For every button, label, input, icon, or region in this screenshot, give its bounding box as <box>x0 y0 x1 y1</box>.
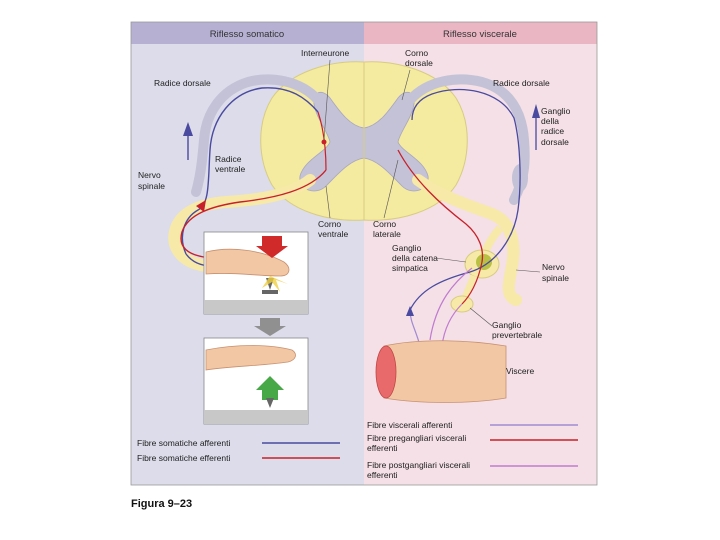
interneurone-cell <box>321 139 327 145</box>
label-interneurone: Interneurone <box>301 48 349 58</box>
legend-preganglionic-label-1: Fibre pregangliari viscerali <box>367 433 466 443</box>
label-nervo-spinale-left-2: spinale <box>138 181 165 191</box>
viscera <box>383 340 507 403</box>
leader-corno-laterale <box>383 159 399 219</box>
label-ganglio-radice-1: Ganglio <box>541 106 571 116</box>
label-radice-dorsale-right: Radice dorsale <box>493 78 550 88</box>
visceral-header-bar <box>364 22 597 44</box>
label-ganglio-prevert-1: Ganglio <box>492 320 522 330</box>
leader-ganglio-prevert <box>469 307 493 327</box>
left-dorsal-root <box>191 74 323 197</box>
pin-idle <box>266 398 274 408</box>
leader-corno-dorsale <box>401 69 411 101</box>
leader-ganglio-catena <box>435 257 467 263</box>
finger-withdrawn <box>205 345 296 371</box>
postganglionic-fiber-2 <box>429 267 473 341</box>
preganglionic-efferent-fiber <box>397 149 484 263</box>
afferent-arrow <box>183 122 193 136</box>
label-radice-dorsale-left: Radice dorsale <box>154 78 211 88</box>
label-ganglio-radice-4: dorsale <box>541 137 569 147</box>
figure-border <box>130 21 598 486</box>
leader-interneurone <box>323 59 331 141</box>
right-spinal-nerve <box>412 174 522 306</box>
left-spinal-nerve <box>168 174 316 272</box>
label-radice-ventrale-2: ventrale <box>215 164 246 174</box>
stimulus-burst <box>262 276 288 292</box>
label-ganglio-radice-3: radice <box>541 126 564 136</box>
visceral-reflex-title: Riflesso viscerale <box>443 29 517 40</box>
leader-nervo-spinale-right <box>515 269 541 273</box>
somatic-afferent-fiber <box>181 87 319 255</box>
label-ganglio-radice-2: della <box>541 116 559 126</box>
legend-postganglionic-label-1: Fibre postgangliari viscerali <box>367 460 470 470</box>
response-box-base <box>204 410 308 424</box>
somatic-reflex-title: Riflesso somatico <box>210 29 284 40</box>
legend-visceral-afferent-label: Fibre viscerali afferenti <box>367 420 452 430</box>
label-ganglio-catena-1: Ganglio <box>392 243 422 253</box>
efferent-arrow <box>196 200 206 212</box>
label-corno-ventrale-1: Corno <box>318 219 341 229</box>
legend-preganglionic-label-2: efferenti <box>367 443 398 453</box>
leader-corno-ventrale <box>325 185 331 219</box>
legend-somatic-efferent-label: Fibre somatiche efferenti <box>137 453 230 463</box>
label-ganglio-catena-2: della catena <box>392 253 438 263</box>
label-viscere: Viscere <box>506 366 534 376</box>
label-ganglio-prevert-2: prevertebrale <box>492 330 542 340</box>
sequence-arrow <box>254 318 286 336</box>
label-corno-laterale-2: laterale <box>373 229 401 239</box>
somatic-header-bar <box>131 22 364 44</box>
legend-postganglionic-label-2: efferenti <box>367 470 398 480</box>
label-nervo-spinale-right-2: spinale <box>542 273 569 283</box>
label-corno-laterale-1: Corno <box>373 219 396 229</box>
finger-pressed <box>205 248 290 277</box>
label-corno-ventrale-2: ventrale <box>318 229 349 239</box>
up-arrow <box>256 376 284 400</box>
visceral-arrow <box>406 306 414 316</box>
label-corno-dorsale-1: Corno <box>405 48 428 58</box>
stimulus-pin-base <box>262 290 278 294</box>
preganglionic-to-prevertebral <box>461 261 483 305</box>
label-ganglio-catena-3: simpatica <box>392 263 428 273</box>
label-radice-ventrale-1: Radice <box>215 154 242 164</box>
label-nervo-spinale-right-1: Nervo <box>542 262 565 272</box>
label-nervo-spinale-left-1: Nervo <box>138 170 161 180</box>
label-corno-dorsale-2: dorsale <box>405 58 433 68</box>
somatic-efferent-fiber <box>180 169 327 259</box>
viscera-lumen <box>375 345 397 399</box>
stimulus-box-base <box>204 300 308 314</box>
legend-somatic-afferent-label: Fibre somatiche afferenti <box>137 438 230 448</box>
down-arrow <box>256 236 288 258</box>
figure-caption: Figura 9–23 <box>131 498 192 510</box>
chain-ganglion-core <box>476 254 492 270</box>
